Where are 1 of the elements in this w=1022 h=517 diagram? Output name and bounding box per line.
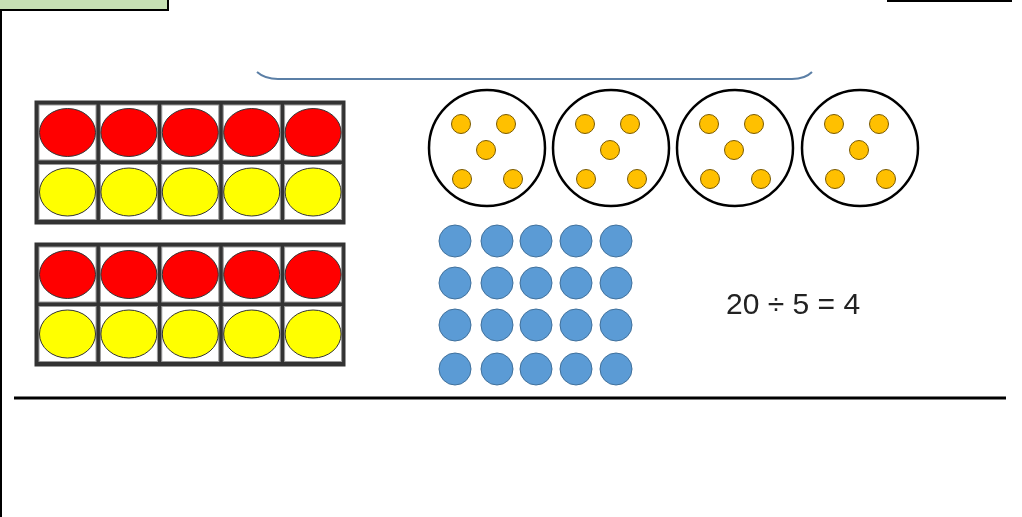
equation: 20 ÷ 5 = 4	[726, 286, 861, 322]
